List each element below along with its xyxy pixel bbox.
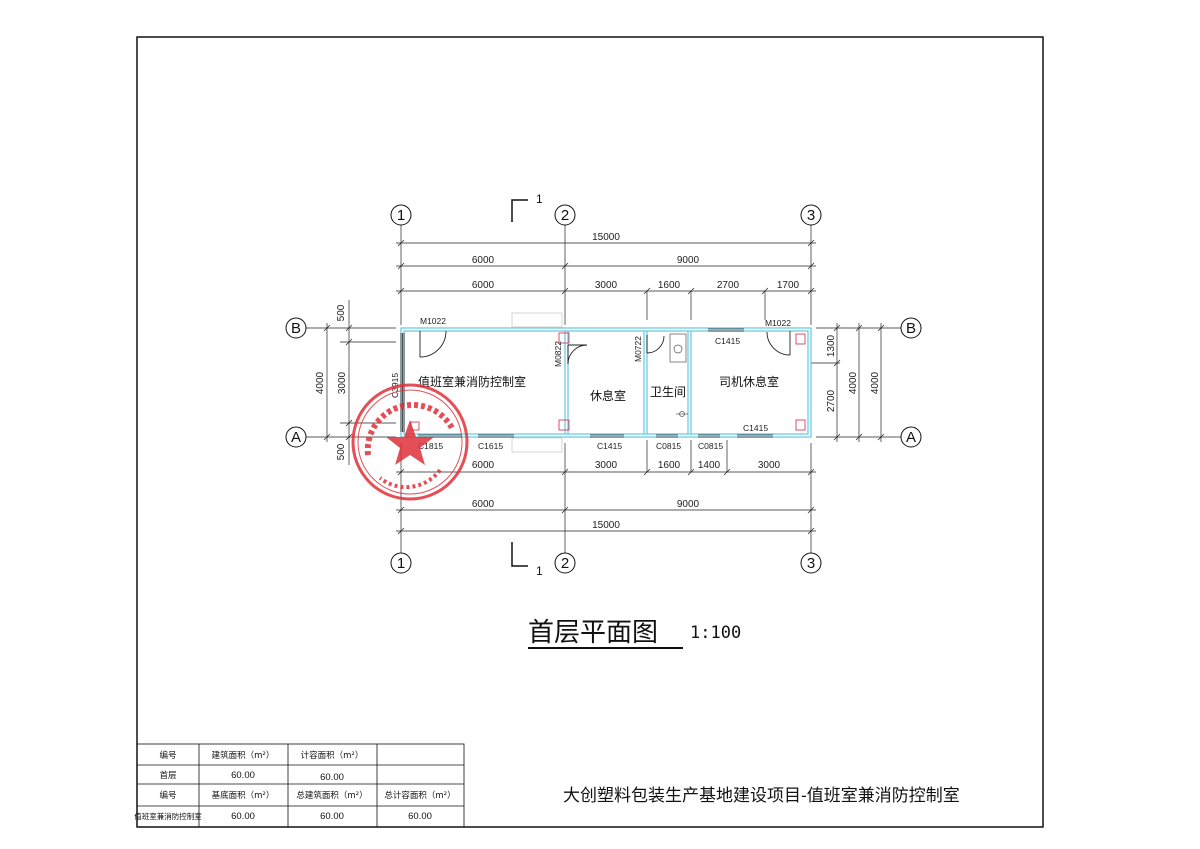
table-r2-c1: 值班室兼消防控制室 <box>134 811 202 821</box>
grid-lines <box>306 225 901 553</box>
label-c0815-b: C0815 <box>698 441 723 451</box>
top-dimension-lines <box>396 239 816 320</box>
dim-bottom-1600: 1600 <box>658 460 681 471</box>
dim-right-4000-a: 4000 <box>848 371 859 394</box>
table-h1-c2: 建筑面积（m²） <box>212 750 275 761</box>
right-dimension-lines <box>811 323 885 442</box>
grid-axis-b-left: B <box>285 317 307 339</box>
dim-top-1700: 1700 <box>777 280 800 291</box>
project-title: 大创塑料包装生产基地建设项目-值班室兼消防控制室 <box>563 786 960 806</box>
table-r2-c2: 60.00 <box>231 811 255 822</box>
grid-axis-b-right: B <box>900 317 922 339</box>
label-c1815: C1815 <box>418 441 443 451</box>
dim-left-500-top: 500 <box>336 304 347 321</box>
table-r1-c1: 首层 <box>159 770 176 781</box>
label-c1415-driver: C1415 <box>743 423 768 433</box>
toilet-fixtures <box>669 333 688 417</box>
dim-top-total: 15000 <box>592 232 620 243</box>
svg-text:B: B <box>906 320 916 337</box>
room-label-toilet: 卫生间 <box>650 385 686 399</box>
grid-axis-1-bottom: 1 <box>390 552 412 574</box>
label-c1415-top: C1415 <box>715 336 740 346</box>
dim-top-3000: 3000 <box>595 280 618 291</box>
table-h2-c2: 基底面积（m²） <box>212 790 275 801</box>
area-table <box>136 743 465 828</box>
dim-bottom-3000-b: 3000 <box>758 460 781 471</box>
foundation-outline <box>511 312 563 453</box>
dim-bottom-1400: 1400 <box>698 460 721 471</box>
label-m0822: M0822 <box>553 341 563 367</box>
dim-right-2700: 2700 <box>826 389 837 412</box>
dim-top-6000: 6000 <box>472 255 495 266</box>
grid-axis-a-left: A <box>285 426 307 448</box>
table-r2-c4: 60.00 <box>408 811 432 822</box>
drawing-title: 首层平面图 <box>528 618 658 648</box>
dim-left-3000: 3000 <box>337 371 348 394</box>
svg-text:1: 1 <box>397 555 405 572</box>
left-dimension-lines <box>323 300 396 465</box>
grid-axis-3-bottom: 3 <box>800 552 822 574</box>
label-m1022-duty: M1022 <box>420 316 446 326</box>
section-mark-top: 1 <box>511 192 543 222</box>
room-label-driver: 司机休息室 <box>719 374 779 389</box>
drawing-scale: 1:100 <box>690 623 741 643</box>
table-h2-c3: 总建筑面积（m²） <box>296 790 367 801</box>
label-c1615: C1615 <box>478 441 503 451</box>
dim-left-500-bottom: 500 <box>336 443 347 460</box>
dim-top-9000: 9000 <box>677 255 700 266</box>
table-r1-c2: 60.00 <box>231 770 255 781</box>
label-c1415-rest: C1415 <box>597 441 622 451</box>
table-h2-c4: 总计容面积（m²） <box>384 790 455 801</box>
dim-bottom-3000: 3000 <box>595 460 618 471</box>
grid-axis-3-top: 3 <box>800 204 822 226</box>
svg-text:3: 3 <box>807 207 815 224</box>
label-c0815-a: C0815 <box>656 441 681 451</box>
grid-axis-2-top: 2 <box>554 204 576 226</box>
dim-bottom-9000: 9000 <box>677 499 700 510</box>
table-h1-c3: 计容面积（m²） <box>301 750 364 761</box>
label-c3915: C3915 <box>390 373 400 398</box>
svg-text:2: 2 <box>561 207 569 224</box>
svg-text:A: A <box>291 429 301 446</box>
bottom-dimension-lines <box>396 440 816 535</box>
label-m1022-driver: M1022 <box>765 318 791 328</box>
table-h2-c1: 编号 <box>159 790 176 801</box>
columns <box>410 332 806 431</box>
section-mark-bottom: 1 <box>511 542 543 578</box>
svg-text:1: 1 <box>536 192 543 206</box>
grid-axis-1-top: 1 <box>390 204 412 226</box>
svg-text:3: 3 <box>807 555 815 572</box>
dim-top-6000-b: 6000 <box>472 280 495 291</box>
svg-text:1: 1 <box>536 564 543 578</box>
svg-text:1: 1 <box>397 207 405 224</box>
svg-text:2: 2 <box>561 555 569 572</box>
grid-axis-2-bottom: 2 <box>554 552 576 574</box>
label-m0722: M0722 <box>633 336 643 362</box>
room-label-duty: 值班室兼消防控制室 <box>418 374 526 389</box>
dim-bottom-total: 15000 <box>592 520 620 531</box>
grid-axis-a-right: A <box>900 426 922 448</box>
dim-bottom-6000: 6000 <box>472 460 495 471</box>
dim-right-4000-b: 4000 <box>870 371 881 394</box>
dim-top-1600: 1600 <box>658 280 681 291</box>
svg-text:A: A <box>906 429 916 446</box>
dim-left-4000: 4000 <box>315 371 326 394</box>
dim-bottom-6000-b: 6000 <box>472 499 495 510</box>
svg-text:B: B <box>291 320 301 337</box>
table-r2-c3: 60.00 <box>320 811 344 822</box>
company-seal <box>351 383 469 501</box>
table-h1-c1: 编号 <box>159 750 176 761</box>
doors <box>419 330 791 365</box>
dim-right-1300: 1300 <box>826 334 837 357</box>
room-label-rest: 休息室 <box>590 388 626 403</box>
table-r1-c3: 60.00 <box>320 772 344 783</box>
dim-top-2700: 2700 <box>717 280 740 291</box>
